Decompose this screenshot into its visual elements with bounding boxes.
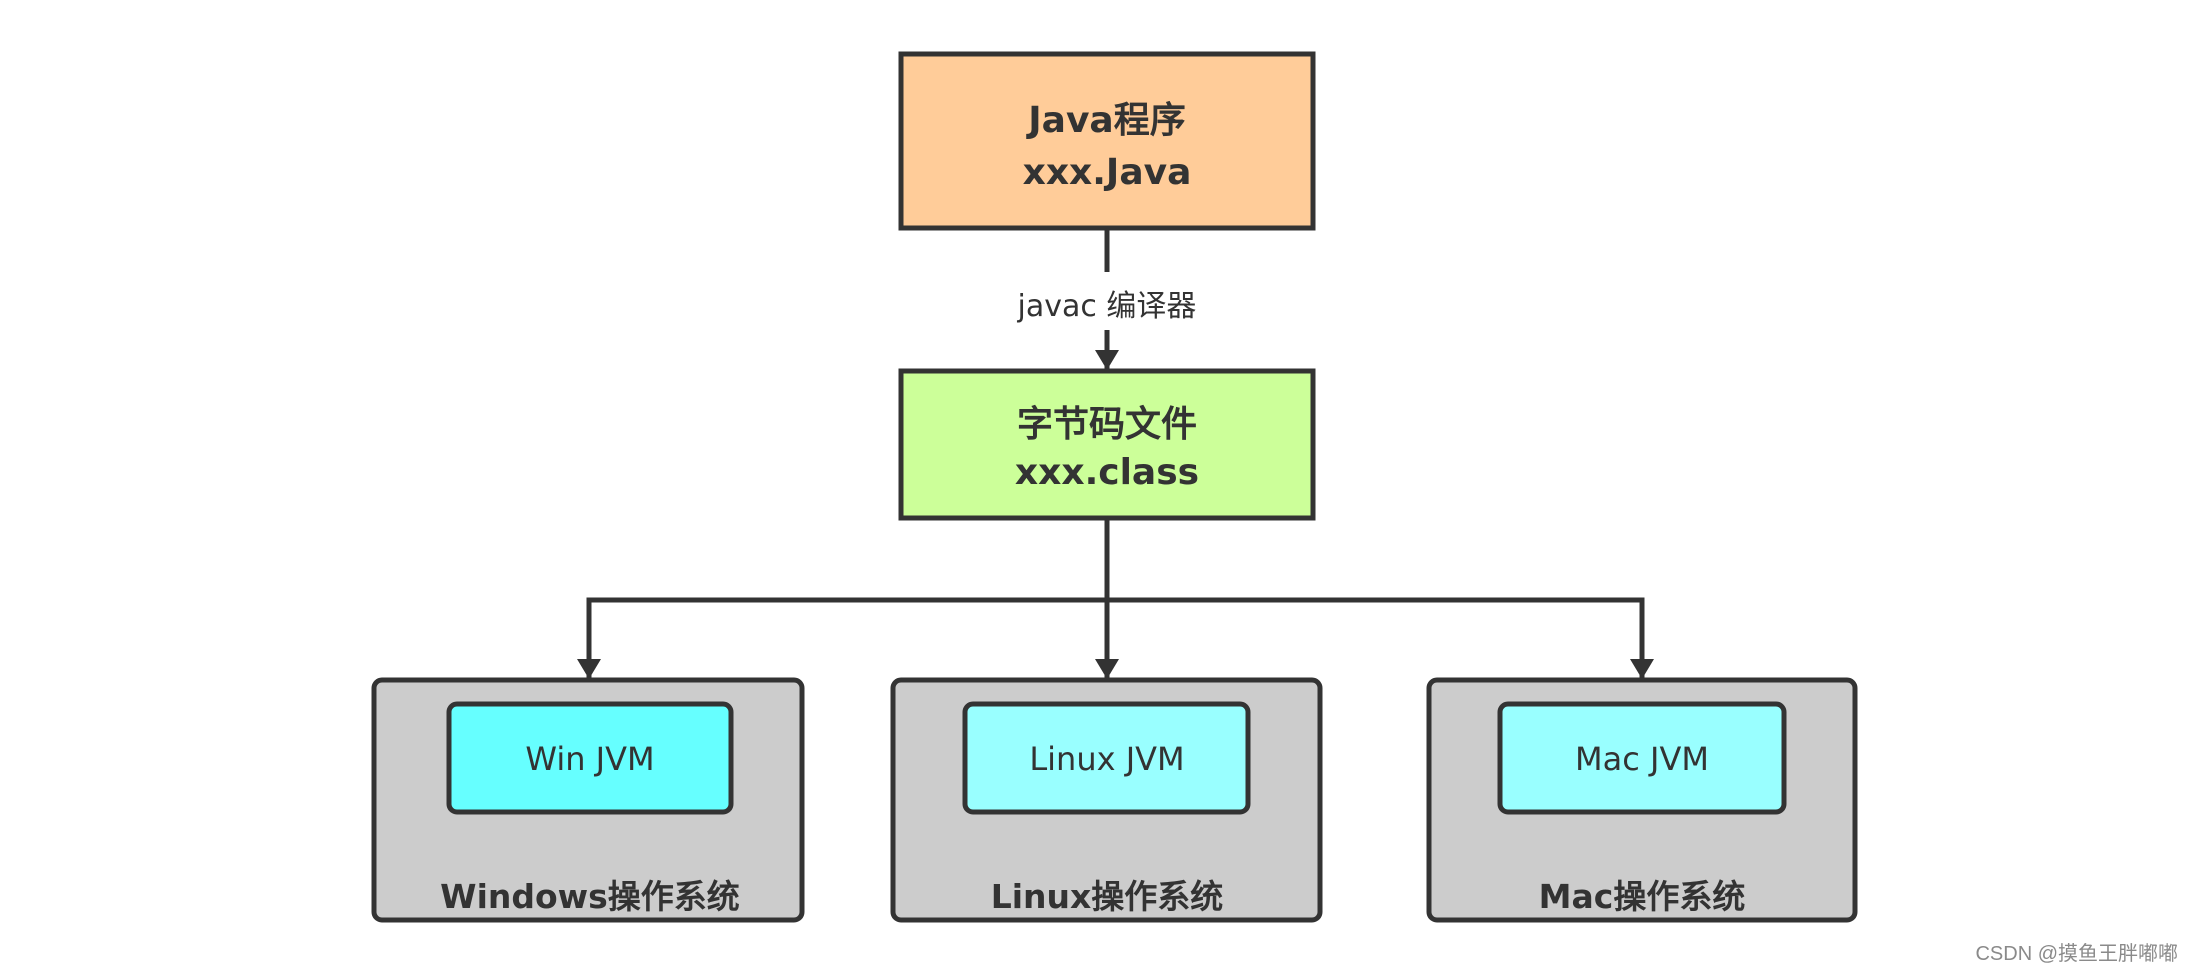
mac-jvm-box <box>1497 701 1787 815</box>
mac-jvm-label: Mac JVM <box>1575 740 1709 778</box>
node-linux-os: Linux JVM Linux操作系统 <box>890 677 1323 923</box>
edge-source-to-bytecode: javac 编译器 <box>1017 228 1197 370</box>
node-java-source: Java程序 xxx.Java <box>898 51 1316 231</box>
node-mac-os: Mac JVM Mac操作系统 <box>1426 677 1858 923</box>
watermark: CSDN @摸鱼王胖嘟嘟 <box>1975 942 2178 965</box>
bytecode-filename: xxx.class <box>1015 452 1199 493</box>
linux-jvm-label: Linux JVM <box>1029 740 1184 778</box>
linux-os-label: Linux操作系统 <box>991 877 1224 916</box>
compile-label: javac 编译器 <box>1017 289 1197 324</box>
node-windows-os: Win JVM Windows操作系统 <box>371 677 805 923</box>
linux-jvm-box <box>962 701 1251 815</box>
bytecode-title: 字节码文件 <box>1017 404 1197 445</box>
source-title: Java程序 <box>1025 100 1185 141</box>
win-jvm-label: Win JVM <box>525 740 654 778</box>
windows-os-label: Windows操作系统 <box>440 877 740 916</box>
mac-os-label: Mac操作系统 <box>1539 877 1746 916</box>
win-jvm-box <box>446 701 734 815</box>
node-bytecode: 字节码文件 xxx.class <box>898 368 1316 521</box>
edge-bytecode-to-os <box>577 518 1654 679</box>
source-filename: xxx.Java <box>1023 152 1192 193</box>
